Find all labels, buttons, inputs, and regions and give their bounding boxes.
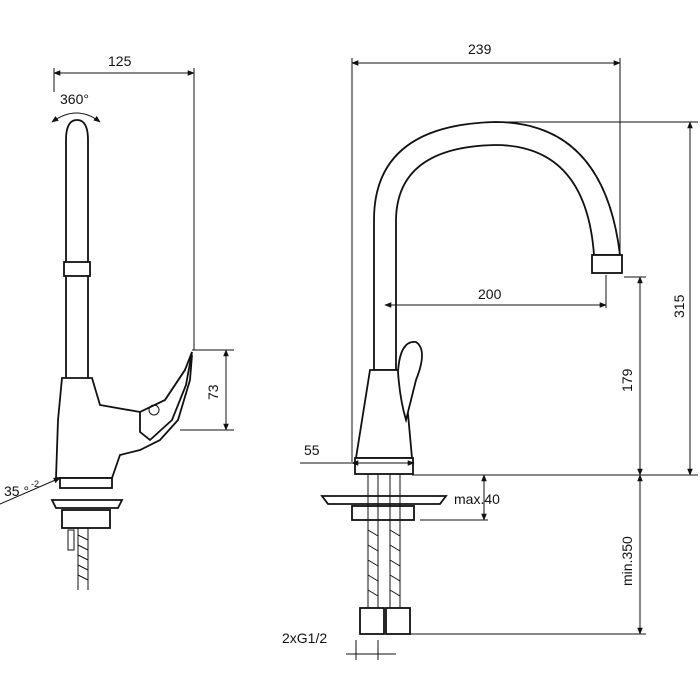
side-mount-nut [61,509,111,529]
dim-35: 35 ° [4,483,29,499]
dim-239: 239 [468,41,492,57]
side-hose-hatching [77,534,89,581]
dim-125: 125 [108,53,132,69]
front-connector-left [359,607,385,635]
front-connector-right [385,607,411,635]
side-spout-tube [65,119,89,381]
angle-leader [0,477,61,505]
dim-315: 315 [671,294,687,318]
side-base-plate [50,499,124,509]
dim-35-tolerance: -2 [31,479,39,489]
front-spout-outlet [591,254,623,274]
dim-179: 179 [619,368,635,392]
dim-2xg12: 2xG1/2 [282,630,327,646]
front-view: 239 200 315 179 55 max.40 min.350 2xG1/2 [282,41,698,660]
side-handle-lever [139,351,193,442]
dim-73: 73 [205,384,221,400]
side-handle-cap [148,404,160,416]
side-stud [67,529,75,551]
dim-200: 200 [478,286,502,302]
dim-max40: max.40 [454,491,500,507]
front-base-collar [354,457,414,475]
dim-55: 55 [304,442,320,458]
front-handle-lever [397,341,423,424]
front-mount-nut [351,505,415,521]
dim-360: 360° [60,91,89,107]
side-spout-ring [63,261,91,277]
side-view: 125 360° 73 35 ° -2 [0,53,234,590]
side-base-collar [59,477,113,489]
front-base-plate [320,495,448,505]
front-spout [373,121,622,371]
front-hoses [367,474,401,630]
rotation-arrow [51,112,101,123]
dim-min350: min.350 [619,536,635,586]
